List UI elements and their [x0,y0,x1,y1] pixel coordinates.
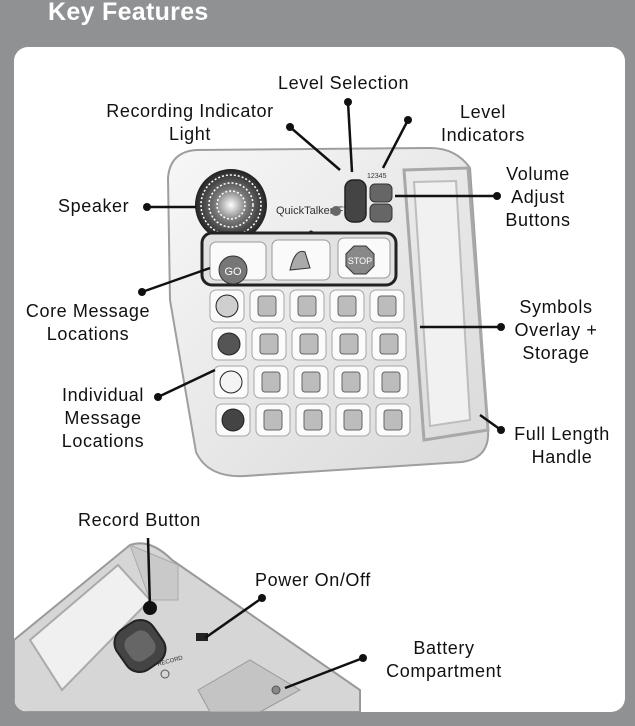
callout-level-indicators [381,119,410,169]
symbol-picture-icon [343,409,363,431]
record-button-inner [124,630,156,662]
callout-core-message [141,266,211,294]
record-symbol-icon [160,669,170,679]
go-label: GO [224,266,242,278]
stop-label: STOP [348,256,372,266]
callout-handle [479,413,502,432]
battery-compartment-cover [197,659,302,712]
callout-record-button [146,537,152,609]
emotion-face-icon [217,332,241,356]
brand-mark-icon [331,206,341,216]
diagram-panel: QuickTalker FT 12345 GO STOP [14,47,625,712]
symbol-picture-icon [337,295,357,317]
hand-gesture-icon [289,250,311,271]
label-power: Power On/Off [255,570,371,590]
callout-dots [138,98,505,662]
callout-individual-message [157,368,216,399]
go-sign-icon [218,255,248,285]
symbol-picture-icon [259,333,279,355]
callout-power [204,596,263,640]
callout-level-selection [346,101,354,173]
page-title: Key Features [48,0,209,26]
label-record-button: Record Button [78,510,201,530]
label-battery-compartment: Battery Compartment [386,638,502,681]
symbol-picture-icon [377,295,397,317]
symbol-picture-icon [263,409,283,431]
level-selection-button[interactable] [344,179,367,223]
speaker-grille [195,169,267,241]
symbol-picture-icon [261,371,281,393]
handle-opening [412,179,472,428]
label-level-indicators: Level Indicators [440,102,526,145]
power-switch[interactable] [196,633,208,641]
handle-frame [402,166,490,442]
symbol-picture-icon [257,295,277,317]
label-symbols-overlay: Symbols Overlay + Storage [514,297,598,363]
label-core-message: Core Message Locations [25,301,151,344]
level-indicator-numbers: 12345 [367,173,387,180]
volume-down-button[interactable] [369,203,393,223]
stop-sign-icon [345,245,375,275]
device-underside: RECORD [14,542,361,712]
underside-side [129,544,179,601]
device-illustration: QuickTalker FT 12345 GO STOP [14,98,505,712]
symbol-picture-icon [303,409,323,431]
label-speaker: Speaker [58,196,130,216]
symbol-picture-icon [339,333,359,355]
label-volume-adjust: Volume Adjust Buttons [505,164,571,230]
label-recording-indicator: Recording Indicator Light [106,101,274,144]
symbol-picture-icon [379,333,399,355]
quicktalker-device: QuickTalker FT 12345 GO STOP [166,146,490,478]
volume-up-button[interactable] [369,183,393,203]
label-individual-message: Individual Message Locations [61,385,145,451]
symbol-picture-icon [301,371,321,393]
emotion-face-icon [215,294,239,318]
symbol-picture-icon [299,333,319,355]
callout-battery [284,656,364,690]
symbol-picture-icon [341,371,361,393]
label-level-selection: Level Selection [278,73,410,93]
symbol-picture-icon [383,409,403,431]
callout-recording-indicator [289,126,341,171]
symbol-picture-icon [297,295,317,317]
callout-lines [141,101,502,690]
label-full-length-handle: Full Length Handle [514,424,610,467]
individual-message-grid [209,289,411,437]
emotion-face-icon [219,370,243,394]
symbol-picture-icon [381,371,401,393]
emotion-face-icon [221,408,245,432]
battery-screw-icon [271,685,281,695]
